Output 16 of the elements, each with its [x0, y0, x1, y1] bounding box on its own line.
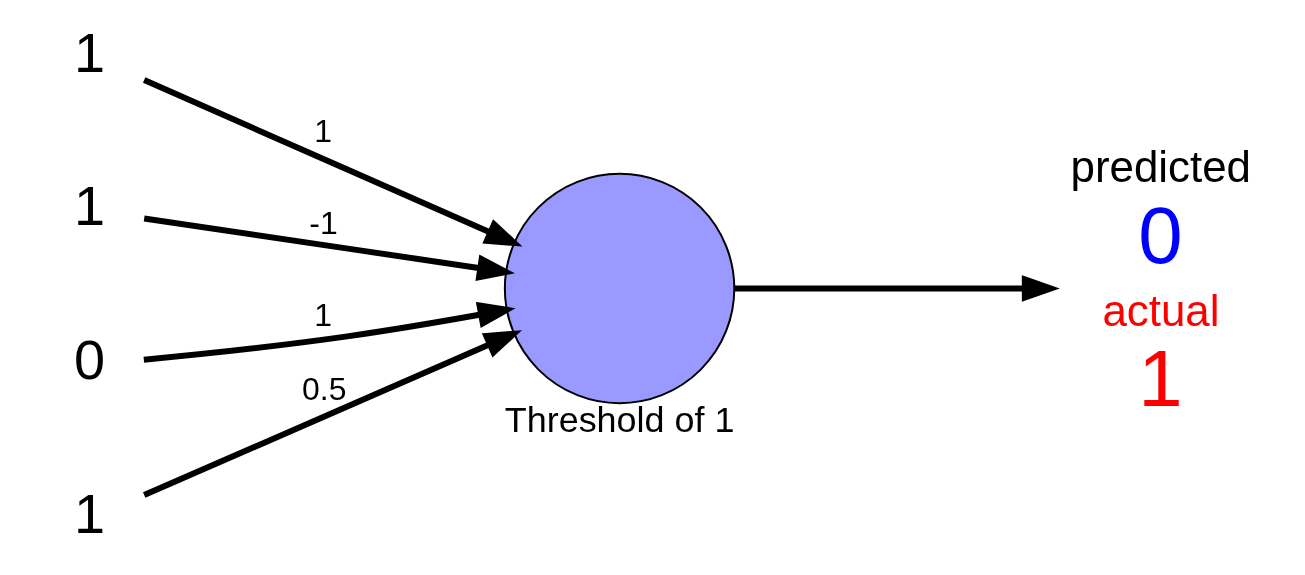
arrow — [143, 215, 515, 281]
arrow — [143, 330, 522, 498]
arrow — [142, 77, 523, 247]
edge-label: 1 — [314, 113, 333, 150]
edge-label: 0.5 — [302, 370, 347, 407]
node-text: 1 — [73, 20, 105, 84]
node-label: Threshold of 1 — [504, 398, 735, 440]
edge-label: -1 — [309, 205, 338, 242]
node-text: predicted 0 actual 1 — [1070, 141, 1251, 424]
edge-label: 1 — [314, 297, 333, 334]
arrow — [143, 301, 516, 363]
node-text: 1 — [73, 174, 105, 238]
node-text: 1 — [73, 481, 105, 545]
node-text: 0 — [73, 328, 105, 392]
arrow — [734, 275, 1060, 302]
node-circle — [503, 172, 736, 405]
